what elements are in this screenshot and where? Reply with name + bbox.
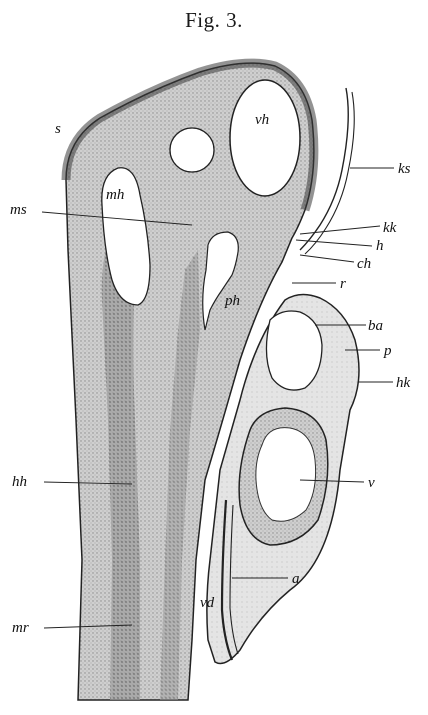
label-ba: ba — [368, 318, 383, 334]
ba-chamber — [266, 311, 322, 390]
label-mr: mr — [12, 620, 29, 636]
v-lumen — [256, 428, 316, 522]
label-h: h — [376, 238, 384, 254]
label-r: r — [340, 276, 346, 292]
label-kk: kk — [383, 220, 397, 236]
label-ph: ph — [224, 293, 240, 309]
label-mh: mh — [106, 187, 124, 203]
small-cavity — [170, 128, 214, 172]
label-v: v — [368, 475, 375, 491]
label-hk: hk — [396, 375, 411, 391]
label-s: s — [55, 121, 61, 137]
label-ks: ks — [398, 161, 411, 177]
label-a: a — [292, 571, 300, 587]
leader-ch — [300, 255, 354, 262]
vh-cavity — [230, 80, 300, 196]
label-vd: vd — [200, 595, 215, 611]
label-ch: ch — [357, 256, 371, 272]
label-ms: ms — [10, 202, 27, 218]
leader-h — [296, 240, 372, 246]
label-p: p — [383, 343, 392, 359]
leader-kk — [300, 226, 380, 234]
label-hh: hh — [12, 474, 27, 490]
label-vh: vh — [255, 112, 269, 128]
